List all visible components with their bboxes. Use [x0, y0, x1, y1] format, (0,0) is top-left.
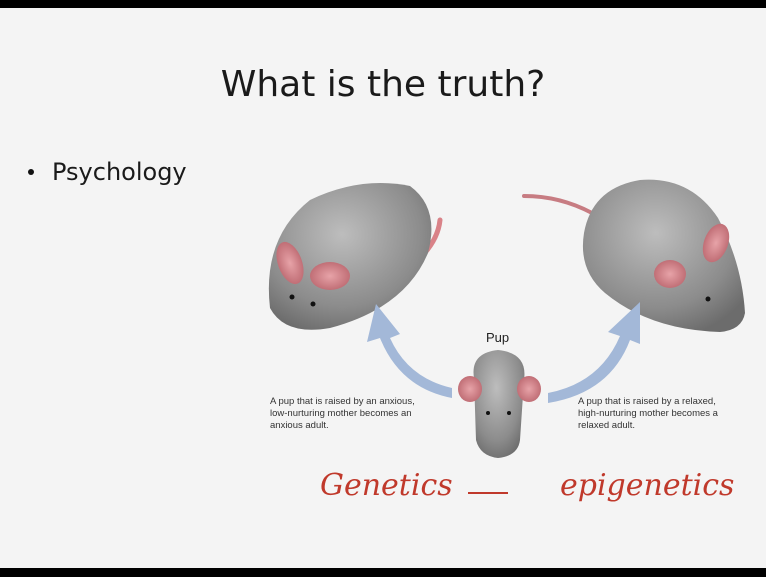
handwriting-epigenetics: epigenetics: [560, 468, 734, 503]
caption-relaxed: A pup that is raised by a relaxed, high-…: [578, 396, 738, 432]
anxious-adult-mouse-icon: [269, 183, 440, 330]
pup-label: Pup: [486, 330, 509, 345]
handwriting-dash: [468, 492, 508, 494]
left-arrow-icon: [367, 304, 452, 398]
slide: What is the truth? Psychology: [0, 8, 766, 568]
pup-mouse-icon: [458, 350, 541, 458]
handwriting-genetics: Genetics: [320, 468, 453, 503]
right-arrow-icon: [548, 302, 640, 403]
caption-anxious: A pup that is raised by an anxious, low-…: [270, 396, 430, 432]
